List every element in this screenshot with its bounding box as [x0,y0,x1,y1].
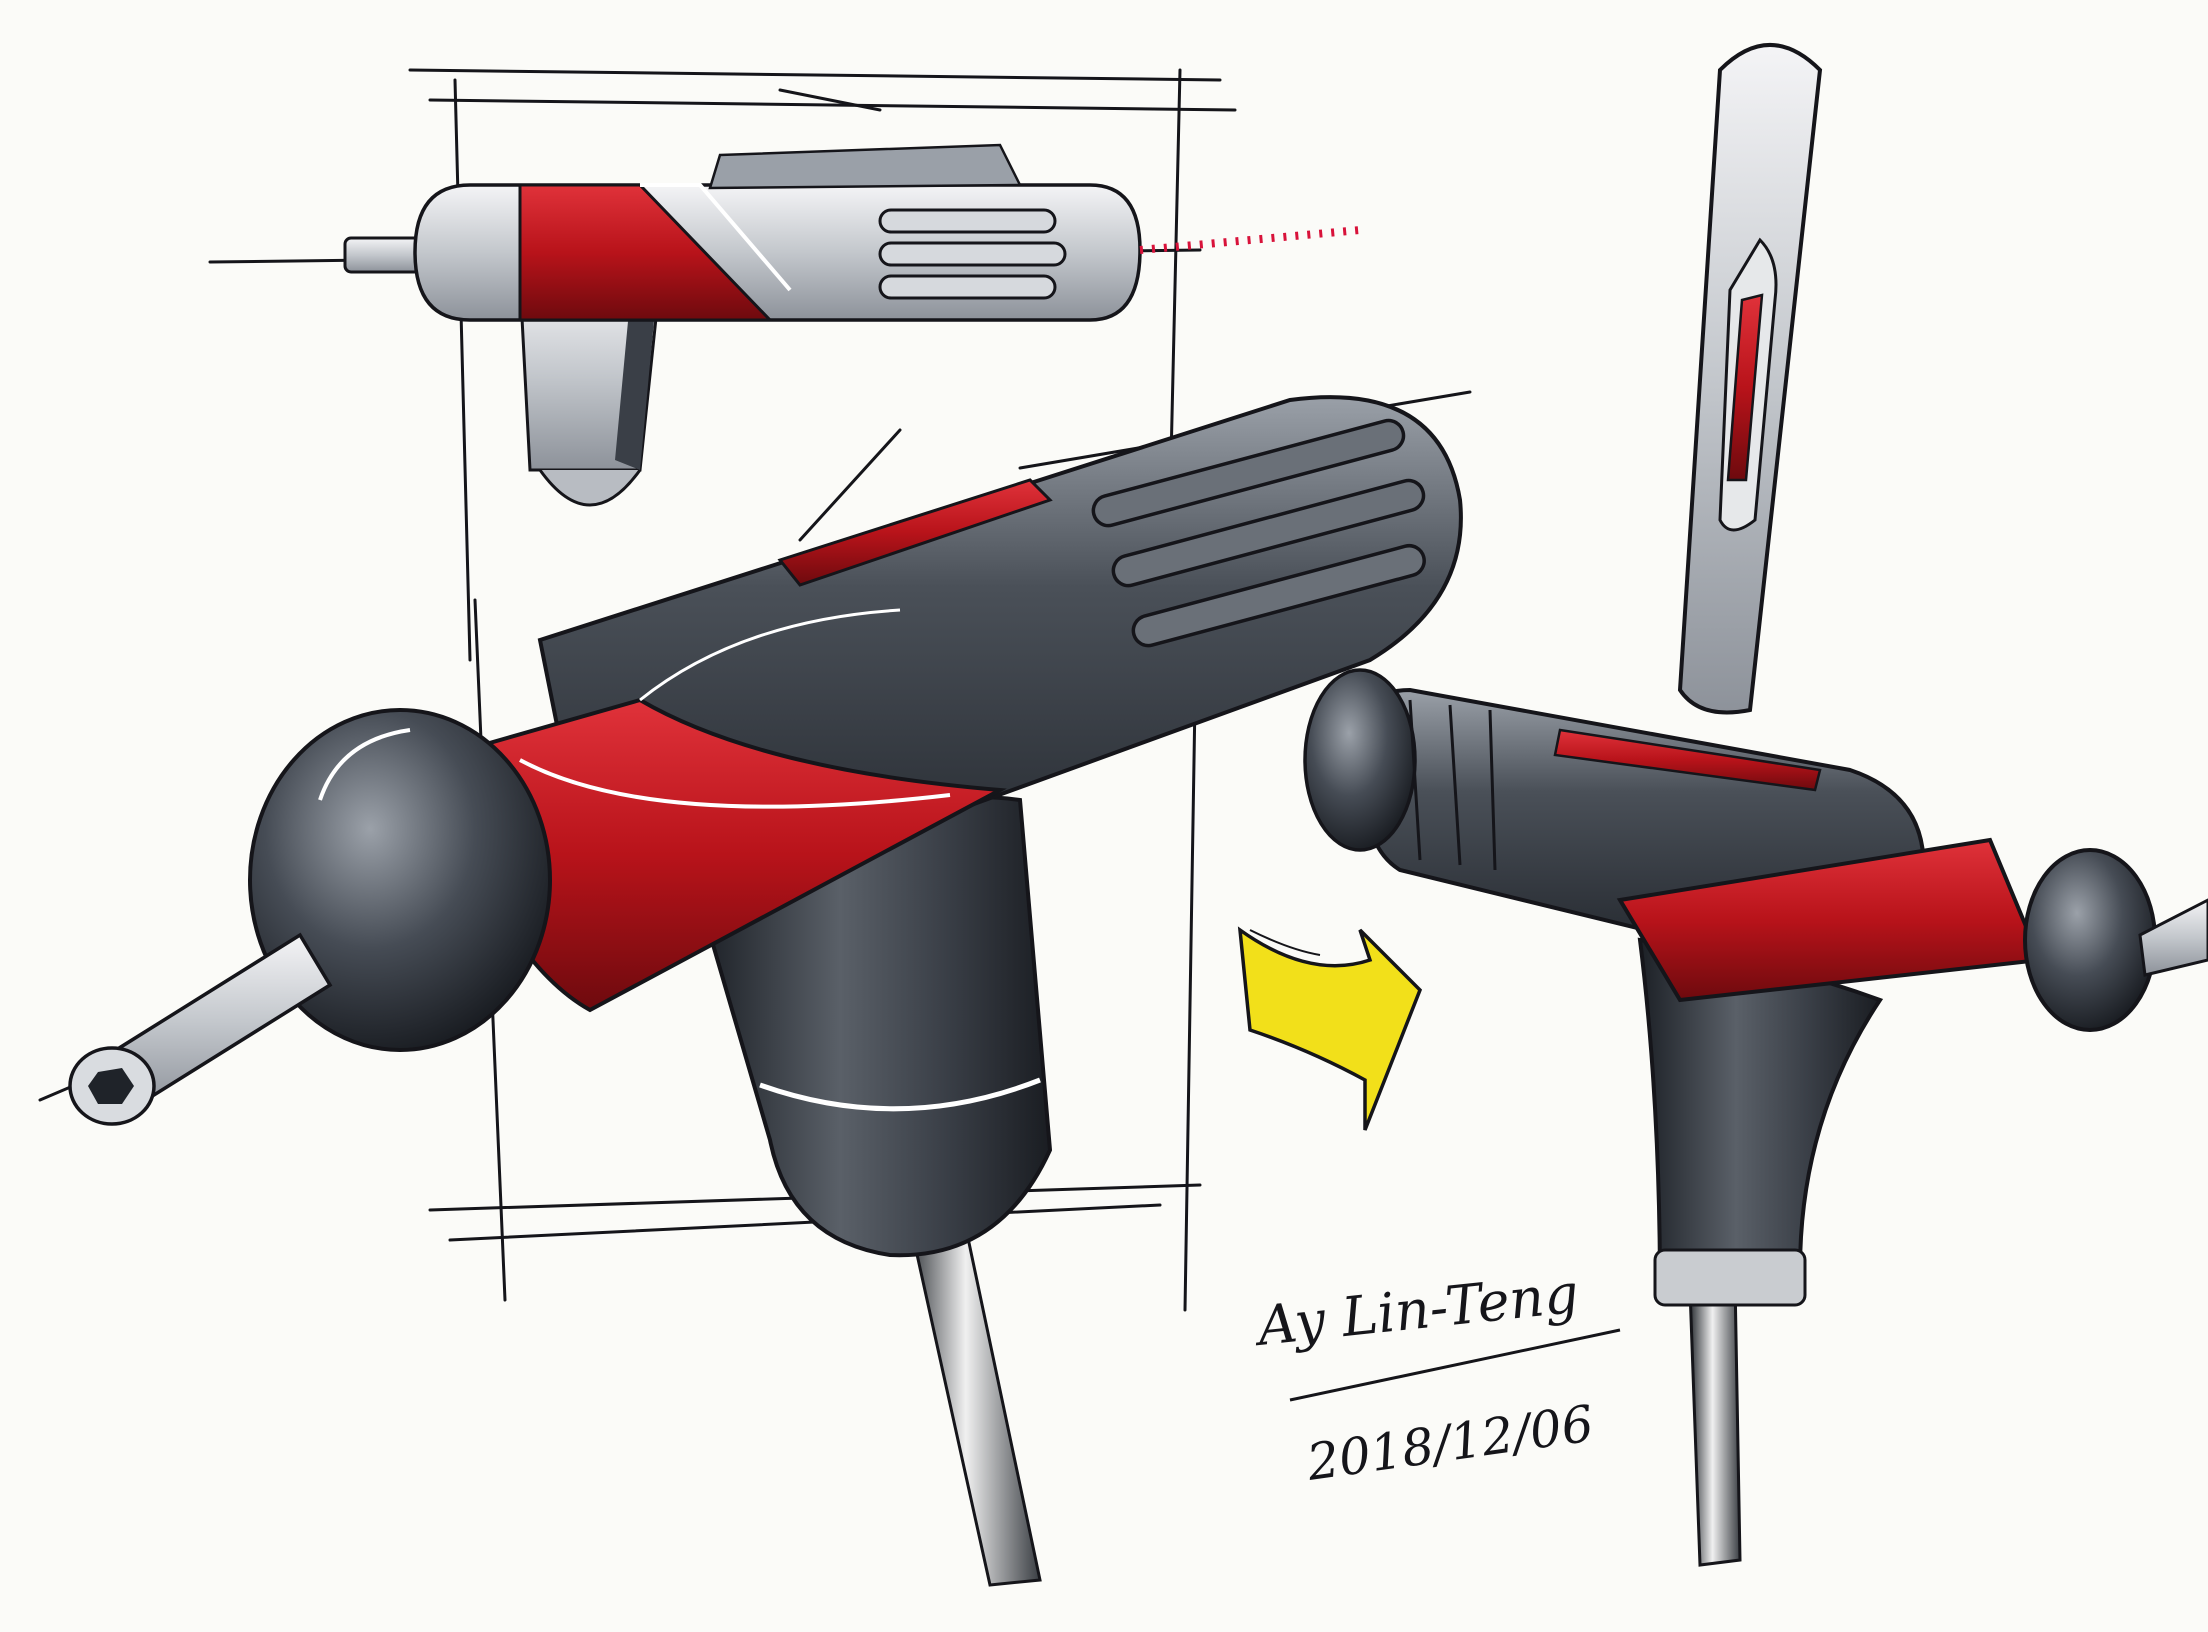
top-view-screwdriver [343,143,1361,507]
profile-view-handle [1677,43,1823,715]
signature-name: Ay Lin-Teng [1250,1262,1582,1359]
right-perspective-screwdriver [1303,668,2208,1567]
signature-date: 2018/12/06 [1303,1394,1597,1492]
signature: Ay Lin-Teng 2018/12/06 [1250,1262,1621,1492]
rotation-arrow-icon [1237,926,1423,1131]
main-perspective-screwdriver [68,395,1463,1587]
